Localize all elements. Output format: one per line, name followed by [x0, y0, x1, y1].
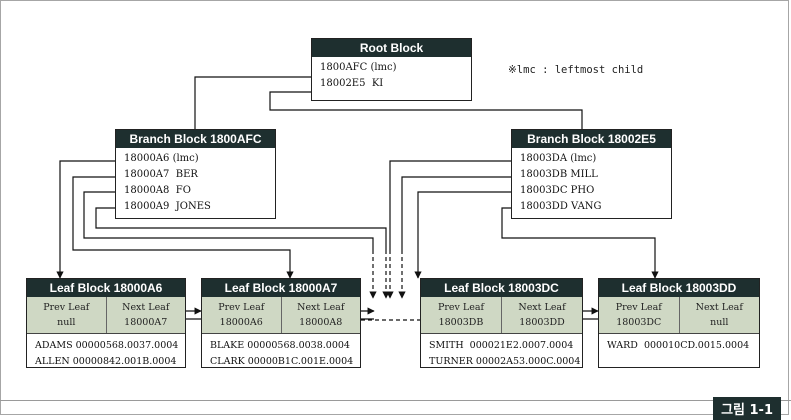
leaf-row: ALLEN 00000842.001B.0004 [35, 356, 177, 367]
branch-1800afc-to-leaf-18000a7-line [72, 176, 294, 279]
branch-18002e5-to-hidden-leaf-18003db-line [401, 176, 511, 250]
root-block: Root Block 1800AFC (lmc) 18002E5 KI [311, 38, 472, 101]
root-to-branch-1800afc-line [194, 76, 312, 129]
figure-bottom-rule [0, 400, 791, 401]
next-leaf-cell: Next Leaf 18003DD [502, 297, 582, 333]
next-leaf-label: Next Leaf [695, 302, 743, 313]
branch-block-1800afc: Branch Block 1800AFC 18000A6 (lmc) 18000… [115, 129, 276, 219]
prev-leaf-label: Prev Leaf [218, 302, 265, 313]
figure-label-badge: 그림 1-1 [713, 397, 781, 420]
leaf-block-18000a6: Leaf Block 18000A6 Prev Leaf null Next L… [26, 278, 186, 368]
branch-block-title: Branch Block 1800AFC [116, 130, 275, 148]
next-leaf-label: Next Leaf [297, 302, 345, 313]
lmc-note: ※lmc : leftmost child [508, 64, 644, 76]
prev-leaf-label: Prev Leaf [437, 302, 485, 313]
next-leaf-label: Next Leaf [518, 302, 566, 313]
next-leaf-value: 18000A8 [299, 317, 343, 328]
branch-entry: 18003DD VANG [520, 201, 602, 212]
leaf-row: ADAMS 00000568.0037.0004 [35, 340, 179, 351]
branch-1800afc-to-hidden-leaf-18000a9-line [95, 207, 387, 250]
root-to-branch-18002e5-line [269, 91, 583, 129]
leaf-block-title: Leaf Block 18000A7 [202, 279, 360, 297]
next-leaf-label: Next Leaf [122, 302, 170, 313]
leaf-row: SMITH 000021E2.0007.0004 [429, 340, 574, 351]
leaf-row: CLARK 00000B1C.001E.0004 [210, 356, 354, 367]
leaf-block-18003dc: Leaf Block 18003DC Prev Leaf 18003DB Nex… [420, 278, 583, 368]
leaf-block-title: Leaf Block 18000A6 [27, 279, 185, 297]
next-leaf-value: null [710, 317, 729, 328]
prev-leaf-value: 18000A6 [219, 317, 263, 328]
branch-block-title: Branch Block 18002E5 [512, 130, 671, 148]
leaf-link-header: Prev Leaf null Next Leaf 18000A7 [27, 297, 185, 334]
branch-18002e5-to-leaf-18003dc-line [414, 191, 511, 279]
branch-18002e5-to-hidden-leaf-18003da-line [389, 160, 511, 250]
prev-leaf-cell: Prev Leaf 18000A6 [202, 297, 282, 333]
root-entry: 18002E5 KI [320, 78, 384, 89]
branch-entry: 18003DC PHO [520, 185, 595, 196]
prev-leaf-label: Prev Leaf [615, 302, 662, 313]
branch-entry: 18003DB MILL [520, 169, 598, 180]
prev-leaf-value: 18003DC [616, 317, 662, 328]
branch-1800afc-to-leaf-18000a6-line [56, 160, 115, 279]
next-leaf-value: 18000A7 [124, 317, 168, 328]
leaf-block-18003dd: Leaf Block 18003DD Prev Leaf 18003DC Nex… [598, 278, 760, 368]
prev-leaf-cell: Prev Leaf null [27, 297, 107, 333]
prev-leaf-cell: Prev Leaf 18003DB [421, 297, 502, 333]
branch-block-18002e5: Branch Block 18002E5 18003DA (lmc) 18003… [511, 129, 672, 219]
leaf-link-header: Prev Leaf 18000A6 Next Leaf 18000A8 [202, 297, 360, 334]
next-leaf-cell: Next Leaf 18000A7 [107, 297, 186, 333]
next-leaf-cell: Next Leaf 18000A8 [282, 297, 361, 333]
prev-leaf-value: null [57, 317, 76, 328]
branch-entry: 18003DA (lmc) [520, 153, 597, 164]
prev-leaf-value: 18003DB [438, 317, 484, 328]
branch-18002e5-to-leaf-18003dd-line [501, 207, 659, 279]
root-entry: 1800AFC (lmc) [320, 62, 397, 73]
prev-leaf-label: Prev Leaf [43, 302, 90, 313]
leaf-link-header: Prev Leaf 18003DC Next Leaf null [599, 297, 759, 334]
leaf-link-header: Prev Leaf 18003DB Next Leaf 18003DD [421, 297, 582, 334]
leaf-row: BLAKE 00000568.0038.0004 [210, 340, 350, 351]
leaf-row: TURNER 00002A53.000C.0004 [429, 356, 581, 367]
leaf-block-18000a7: Leaf Block 18000A7 Prev Leaf 18000A6 Nex… [201, 278, 361, 368]
next-leaf-cell: Next Leaf null [680, 297, 760, 333]
branch-entry: 18000A9 JONES [124, 201, 211, 212]
leaf-block-title: Leaf Block 18003DD [599, 279, 759, 297]
branch-entry: 18000A8 FO [124, 185, 191, 196]
next-leaf-value: 18003DD [519, 317, 565, 328]
branch-entry: 18000A7 BER [124, 169, 198, 180]
leaf-row: WARD 000010CD.0015.0004 [607, 340, 750, 351]
root-block-title: Root Block [312, 39, 471, 57]
leaf-block-title: Leaf Block 18003DC [421, 279, 582, 297]
branch-entry: 18000A6 (lmc) [124, 153, 199, 164]
branch-1800afc-to-hidden-leaf-18000a8-line [83, 191, 374, 250]
prev-leaf-cell: Prev Leaf 18003DC [599, 297, 680, 333]
